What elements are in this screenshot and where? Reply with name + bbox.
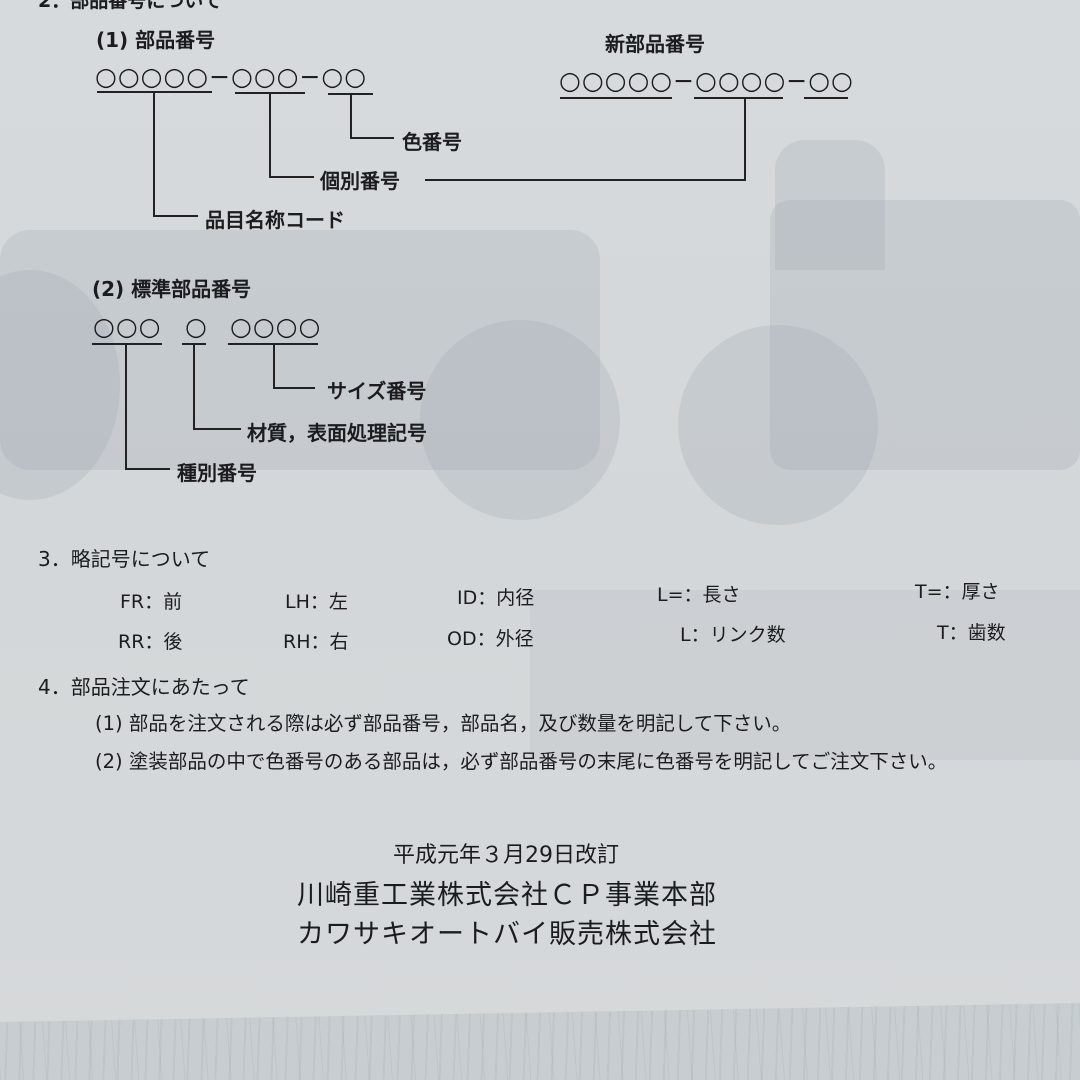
order-note-2: (2) 塗装部品の中で色番号のある部品は，必ず部品番号の末尾に色番号を明記してご…	[95, 750, 948, 773]
abbrev-sep: ：	[683, 584, 703, 606]
abbrev-fr: FR：前	[120, 587, 182, 614]
abbrev-code: LH	[285, 591, 310, 613]
part-number-title: (1) 部品番号	[96, 28, 216, 52]
abbrev-lh: LH：左	[285, 587, 348, 614]
section4-heading: 4．部品注文にあたって	[38, 675, 250, 699]
ghost-wheel-left-front	[420, 320, 620, 520]
label-size-number: サイズ番号	[327, 379, 427, 403]
abbrev-code: T=	[915, 581, 943, 603]
abbrev-code: RR	[118, 631, 145, 653]
new-part-number-title: 新部品番号	[605, 32, 705, 56]
ghost-motorcycle-body-left	[0, 230, 600, 470]
ghost-wheel-right-front	[678, 325, 878, 525]
standard-code-type: ○○○	[93, 312, 162, 341]
section2-heading: 2．部品番号について	[38, 0, 222, 12]
std-connector-material-h	[193, 428, 241, 430]
label-individual-number: 個別番号	[320, 169, 400, 193]
connector-item-h	[153, 215, 198, 217]
connector-new-v	[744, 97, 746, 181]
ghost-spec-table	[530, 590, 1080, 760]
abbrev-sep: ：	[309, 591, 329, 613]
abbrev-meaning: 歯数	[967, 622, 1006, 644]
abbrev-meaning: 後	[163, 631, 183, 653]
abbrev-meaning: 長さ	[702, 584, 741, 606]
abbrev-links: L：リンク数	[680, 620, 786, 647]
abbrev-sep: ：	[144, 631, 164, 653]
abbrev-meaning: 前	[163, 591, 183, 613]
abbrev-rr: RR：後	[118, 627, 182, 654]
standard-part-number-title: (2) 標準部品番号	[92, 277, 252, 301]
abbrev-meaning: 右	[329, 631, 349, 653]
abbrev-sep: ：	[948, 622, 968, 644]
connector-individual-to-new	[425, 179, 746, 181]
abbrev-od: OD：外径	[447, 624, 534, 651]
connector-item-v	[153, 91, 155, 216]
abbrev-code: L	[680, 624, 691, 646]
abbrev-id: ID：内径	[457, 583, 534, 610]
abbrev-sep: ：	[144, 591, 164, 613]
label-color-number: 色番号	[402, 130, 462, 154]
abbrev-sep: ：	[477, 587, 497, 609]
new-part-number-code: ○○○○○−○○○○−○○	[559, 66, 854, 95]
abbrev-sep: ：	[310, 631, 330, 653]
abbrev-sep: ：	[476, 628, 496, 650]
ghost-motorcycle-body-right	[770, 200, 1080, 470]
company-name-1: 川崎重工業株式会社ＣＰ事業本部	[297, 880, 717, 911]
abbrev-code: OD	[447, 628, 477, 650]
std-connector-size-h	[273, 387, 315, 389]
standard-code-size: ○○○○	[230, 312, 322, 341]
label-type-number: 種別番号	[177, 461, 257, 485]
connector-color-v	[350, 93, 352, 138]
connector-color-h	[350, 137, 394, 139]
std-connector-material-v	[193, 343, 195, 429]
abbrev-teeth: T：歯数	[937, 618, 1006, 645]
order-note-1: (1) 部品を注文される際は必ず部品番号，部品名，及び数量を明記して下さい。	[95, 712, 792, 735]
new-underline-individual	[694, 97, 783, 99]
abbrev-meaning: 内径	[496, 587, 535, 609]
connector-individual-h	[269, 176, 314, 178]
std-connector-size-v	[273, 343, 275, 388]
connector-individual-v	[269, 92, 271, 177]
abbrev-meaning: 外径	[495, 628, 534, 650]
abbrev-code: L=	[657, 584, 684, 606]
abbrev-code: FR	[120, 591, 145, 613]
label-item-name-code: 品目名称コード	[205, 208, 345, 232]
abbrev-meaning: リンク数	[709, 624, 786, 646]
new-underline-color	[804, 97, 848, 99]
label-material-surface: 材質，表面処理記号	[247, 421, 427, 445]
std-connector-type-h	[125, 468, 170, 470]
abbrev-length: L=：長さ	[657, 580, 741, 607]
revision-date: 平成元年３月29日改訂	[393, 843, 619, 868]
new-underline-item	[560, 97, 672, 99]
standard-code-material: ○	[185, 312, 208, 341]
abbrev-code: ID	[457, 587, 478, 609]
company-name-2: カワサキオートバイ販売株式会社	[297, 919, 717, 950]
abbrev-meaning: 左	[328, 591, 348, 613]
abbrev-code: T	[937, 622, 949, 644]
abbrev-sep: ：	[942, 581, 962, 603]
std-underline-type	[92, 343, 162, 345]
section3-heading: 3．略記号について	[38, 547, 211, 571]
abbrev-sep: ：	[690, 624, 710, 646]
std-connector-type-v	[125, 343, 127, 469]
ghost-windscreen	[775, 140, 885, 270]
abbrev-meaning: 厚さ	[961, 581, 1000, 603]
abbrev-code: RH	[283, 631, 311, 653]
abbrev-thickness: T=：厚さ	[915, 577, 1000, 604]
part-number-code: ○○○○○−○○○−○○	[95, 62, 368, 91]
abbrev-rh: RH：右	[283, 627, 349, 654]
